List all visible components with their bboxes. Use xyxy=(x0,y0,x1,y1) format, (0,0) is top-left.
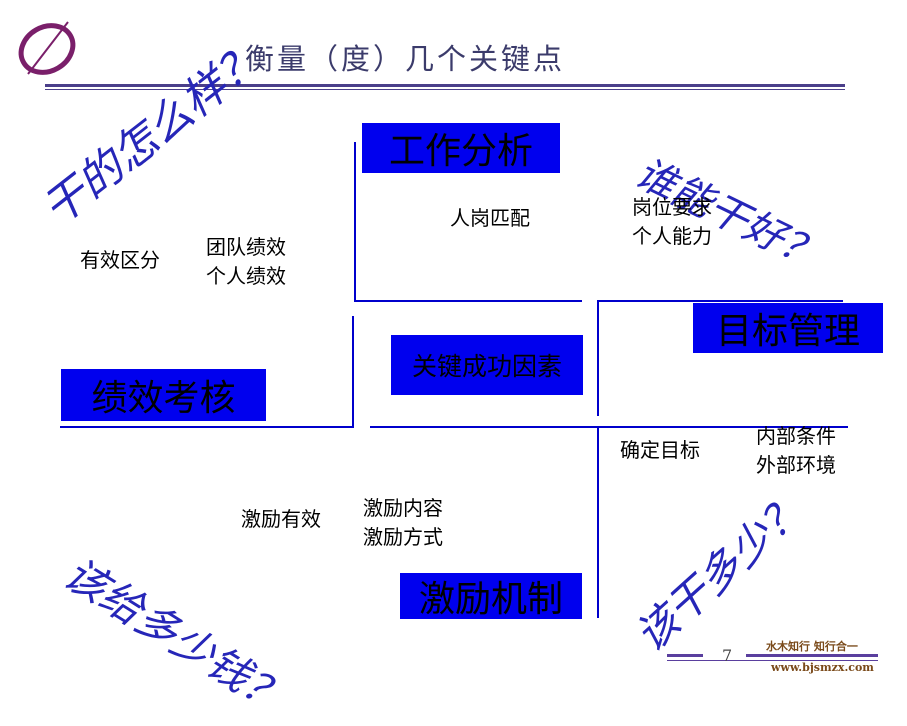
note-individual-perf: 个人绩效 xyxy=(206,264,286,288)
note-requirement-group: 岗位要求 个人能力 xyxy=(632,193,712,251)
connector-line xyxy=(354,142,356,302)
note-internal-conditions: 内部条件 xyxy=(756,424,836,448)
note-effective-distinction: 有效区分 xyxy=(80,248,160,272)
note-person-post-match: 人岗匹配 xyxy=(450,206,530,230)
note-condition-group: 内部条件 外部环境 xyxy=(756,422,836,480)
box-job-analysis: 工作分析 xyxy=(362,123,560,173)
title-underline xyxy=(45,84,845,87)
title-underline-thin xyxy=(45,89,845,90)
box-incentive-mechanism: 激励机制 xyxy=(400,573,582,620)
note-external-env: 外部环境 xyxy=(756,453,836,477)
page-number: 7 xyxy=(722,646,733,665)
note-incentive-content: 激励内容 xyxy=(363,496,443,520)
connector-line xyxy=(60,426,354,428)
note-incentive-method: 激励方式 xyxy=(363,525,443,549)
box-goal-management: 目标管理 xyxy=(693,303,883,353)
connector-line xyxy=(597,426,599,618)
footer-rule xyxy=(746,654,878,657)
box-performance-appraisal: 绩效考核 xyxy=(61,369,266,421)
note-incentive-group: 激励内容 激励方式 xyxy=(363,494,443,552)
company-logo xyxy=(14,18,80,78)
note-incentive-effective: 激励有效 xyxy=(241,507,321,531)
question-how-much-pay: 该给多少钱？ xyxy=(55,548,296,724)
connector-line xyxy=(597,300,599,416)
box-key-success-factors: 关键成功因素 xyxy=(391,335,583,395)
slide-title: 衡量（度）几个关键点 xyxy=(245,42,566,76)
connector-line xyxy=(354,300,582,302)
connector-line xyxy=(352,316,354,426)
note-set-goals: 确定目标 xyxy=(620,438,700,462)
footer-brand: 水木知行 知行合一 xyxy=(766,640,858,653)
note-team-perf: 团队绩效 xyxy=(206,235,286,259)
footer-url: www.bjsmzx.com xyxy=(771,661,874,674)
connector-line xyxy=(370,426,848,428)
note-individual-ability: 个人能力 xyxy=(632,224,712,248)
note-post-requirements: 岗位要求 xyxy=(632,195,712,219)
note-perf-group: 团队绩效 个人绩效 xyxy=(206,233,286,291)
footer-rule-thin xyxy=(667,660,878,661)
connector-line xyxy=(597,300,843,302)
question-how-much-work: 该干多少？ xyxy=(625,483,815,661)
footer-rule xyxy=(667,654,703,657)
